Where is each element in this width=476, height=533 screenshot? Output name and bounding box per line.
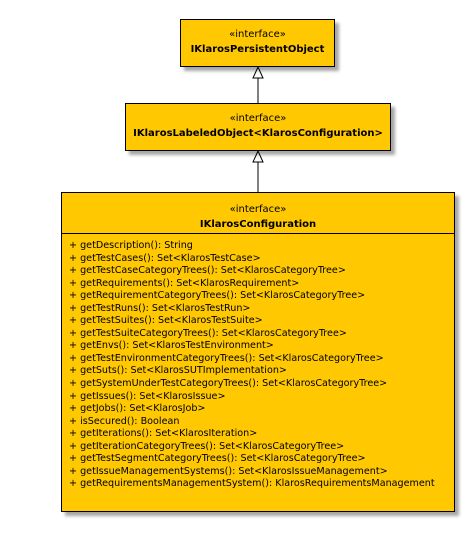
operation-item: + getTestRuns(): Set<KlarosTestRun> xyxy=(69,302,251,314)
operation-item: + getJobs(): Set<KlarosJob> xyxy=(69,403,206,415)
name-divider xyxy=(62,233,454,234)
class-box-configuration: «interface» IKlarosConfiguration + getDe… xyxy=(61,192,455,512)
class-name: IKlarosPersistentObject xyxy=(190,44,325,55)
stereotype-label: «interface» xyxy=(229,204,287,215)
operation-item: + getTestSegmentCategoryTrees(): Set<Kla… xyxy=(69,453,366,465)
operation-item: + getIterationCategoryTrees(): Set<Klaro… xyxy=(69,440,345,452)
operation-item: + getSuts(): Set<KlarosSUTImplementation… xyxy=(69,365,287,377)
operation-item: + getIssueManagementSystems(): Set<Klaro… xyxy=(69,465,388,477)
operation-item: + getTestCases(): Set<KlarosTestCase> xyxy=(69,252,261,264)
stereotype-label: «interface» xyxy=(229,29,286,40)
operation-item: + getTestSuites(): Set<KlarosTestSuite> xyxy=(69,315,263,327)
operation-item: + getRequirements(): Set<KlarosRequireme… xyxy=(69,277,300,289)
operation-item: + isSecured(): Boolean xyxy=(69,415,180,427)
operation-item: + getIterations(): Set<KlarosIteration> xyxy=(69,428,258,440)
operation-item: + getRequirementCategoryTrees(): Set<Kla… xyxy=(69,290,366,302)
operation-item: + getEnvs(): Set<KlarosTestEnvironment> xyxy=(69,340,274,352)
operation-item: + getTestCaseCategoryTrees(): Set<Klaros… xyxy=(69,265,346,277)
class-box-labeled-object: «interface» IKlarosLabeledObject<KlarosC… xyxy=(125,103,391,151)
operations-list: + getDescription(): String+ getTestCases… xyxy=(69,240,435,491)
class-name: IKlarosLabeledObject<KlarosConfiguration… xyxy=(133,128,383,139)
operation-item: + getTestEnvironmentCategoryTrees(): Set… xyxy=(69,352,384,364)
generalization-arrowhead-persistent xyxy=(252,65,264,79)
class-name: IKlarosConfiguration xyxy=(199,219,317,230)
operation-item: + getDescription(): String xyxy=(69,240,193,251)
operation-item: + getRequirementsManagementSystem(): Kla… xyxy=(69,478,435,490)
class-box-persistent-object: «interface» IKlarosPersistentObject xyxy=(180,19,335,67)
operation-item: + getIssues(): Set<KlarosIssue> xyxy=(69,390,226,402)
operation-item: + getSystemUnderTestCategoryTrees(): Set… xyxy=(69,378,388,390)
operation-item: + getTestSuiteCategoryTrees(): Set<Klaro… xyxy=(69,327,347,339)
stereotype-label: «interface» xyxy=(229,113,287,124)
generalization-arrowhead-labeled xyxy=(252,149,264,163)
